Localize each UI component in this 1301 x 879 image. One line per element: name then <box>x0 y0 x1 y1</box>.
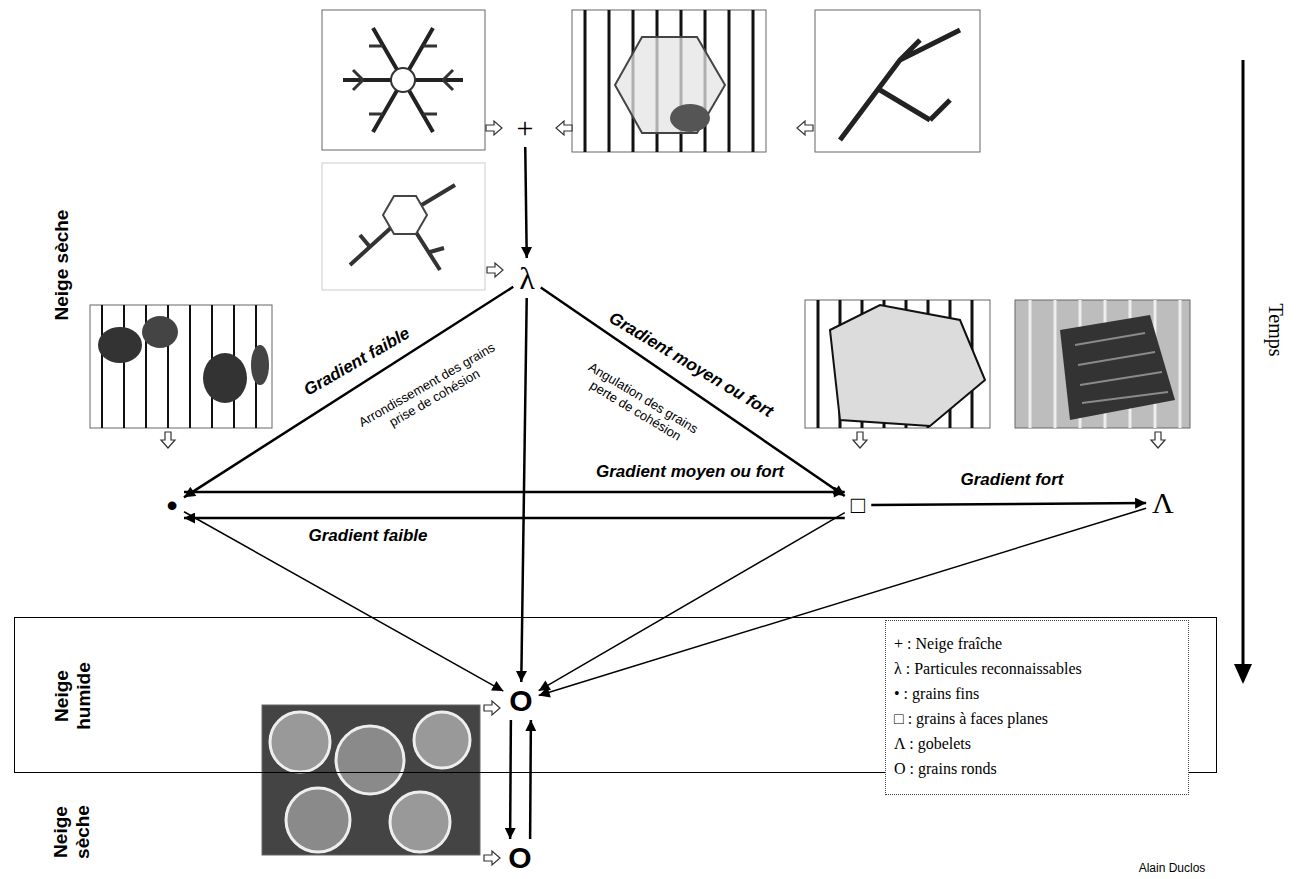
legend-text: □ : grains à faces planes <box>894 710 1048 727</box>
pointer-arrow <box>161 432 175 448</box>
symbol-node: λ <box>513 258 541 298</box>
cup-crystal <box>1060 315 1175 420</box>
legend-text: O : grains ronds <box>894 760 997 777</box>
arrow-connector <box>184 512 503 691</box>
particle-arms <box>350 185 455 270</box>
photo-frame <box>1015 300 1190 428</box>
arrow-connector <box>539 508 1146 695</box>
pointer-arrow <box>797 121 813 135</box>
pointer-arrow <box>486 121 502 135</box>
arrow-connector <box>184 491 845 494</box>
arrow-connector <box>521 298 526 682</box>
faceted-grain <box>830 305 985 426</box>
symbol-text: □ <box>851 493 866 517</box>
legend-text: • : grains fins <box>894 685 979 702</box>
arrow-connector <box>541 287 845 495</box>
annotation: Neige sèche <box>51 210 73 321</box>
arrow-connector <box>539 513 845 691</box>
fine-grain <box>142 316 178 348</box>
crystal-blob <box>670 104 710 132</box>
legend-entry: □ : grains à faces planes <box>894 706 1180 731</box>
time-arrow <box>1242 60 1245 664</box>
cup-striations <box>1075 333 1168 403</box>
pointer-arrow <box>487 263 503 277</box>
particle-core <box>383 196 427 234</box>
pointer-arrow <box>556 121 572 135</box>
snowflake-arms <box>343 28 463 132</box>
legend-text: + : Neige fraîche <box>894 635 1002 652</box>
arrow-connector <box>525 147 526 258</box>
photo-frame <box>322 10 485 150</box>
symbol-text: • <box>166 489 178 521</box>
arrow-connector <box>184 517 845 520</box>
grid-bars <box>585 10 753 152</box>
symbol-text: + <box>517 113 534 143</box>
symbol-node: • <box>160 485 184 525</box>
symbol-node: + <box>511 109 540 147</box>
fine-grain <box>203 353 247 403</box>
plate-crystal <box>615 37 725 133</box>
pointer-arrow <box>484 701 500 715</box>
symbol-text: O <box>509 686 532 716</box>
arrow-connector <box>509 720 512 839</box>
photo-frame <box>815 10 980 152</box>
symbol-node: O <box>502 839 537 877</box>
snowflake-core <box>391 68 415 92</box>
photo-frame <box>90 305 272 428</box>
round-grain <box>336 726 404 794</box>
grid-bars <box>1030 300 1180 428</box>
symbol-node: □ <box>845 489 872 521</box>
legend-entry: O : grains ronds <box>894 756 1180 781</box>
photo-frame <box>805 300 990 428</box>
annotation: Temps <box>1264 303 1287 356</box>
edge-label: Gradient faible <box>308 526 427 546</box>
symbol-text: Λ <box>1152 488 1174 518</box>
edge-label: Gradient moyen ou fort <box>596 462 784 482</box>
photo-frame <box>322 163 485 290</box>
column-crystal <box>840 30 960 140</box>
edge-label: Gradient faible <box>300 324 413 401</box>
arrow-connector <box>529 720 532 839</box>
region-label: Neige humide <box>51 662 95 730</box>
legend-entry: Λ : gobelets <box>894 731 1180 756</box>
round-grain <box>286 788 350 852</box>
symbol-text: O <box>508 843 531 873</box>
pointer-arrow <box>1151 432 1165 448</box>
snowflake-branches <box>353 46 453 114</box>
edge-label: Gradient fort <box>961 470 1064 490</box>
fine-grain <box>251 345 269 385</box>
legend-entry: λ : Particules reconnaissables <box>894 656 1180 681</box>
fine-grain <box>98 327 142 363</box>
symbol-node: O <box>503 682 538 720</box>
annotation: Neige sèche <box>50 805 94 859</box>
annotation: Alain Duclos <box>1139 862 1206 876</box>
legend-entry: + : Neige fraîche <box>894 631 1180 656</box>
photo-frame <box>572 10 766 152</box>
symbol-node: Λ <box>1146 484 1180 522</box>
time-arrowhead <box>1234 664 1252 684</box>
arrow-connector <box>871 503 1146 505</box>
legend-text: Λ : gobelets <box>894 735 971 752</box>
round-grain <box>390 792 450 852</box>
pointer-arrow <box>853 432 867 448</box>
photo-frame <box>262 705 480 855</box>
round-grain <box>414 712 470 768</box>
arrow-connector <box>184 287 513 498</box>
pointer-arrow <box>484 851 500 865</box>
round-grain <box>270 712 330 772</box>
legend-text: λ : Particules reconnaissables <box>894 660 1082 677</box>
symbol-text: λ <box>519 262 535 294</box>
legend-box: + : Neige fraîche λ : Particules reconnai… <box>885 620 1189 795</box>
grid-bars <box>102 305 256 428</box>
legend-entry: • : grains fins <box>894 681 1180 706</box>
